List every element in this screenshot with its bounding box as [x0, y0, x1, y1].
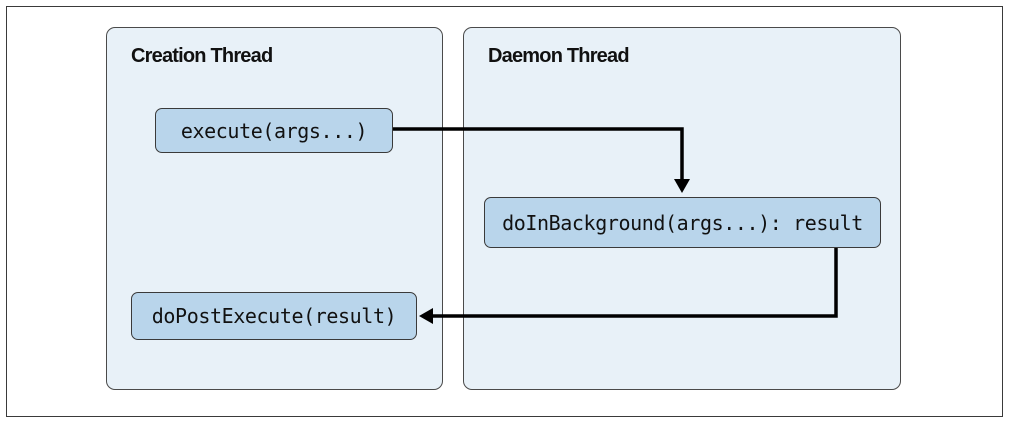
daemon-thread-title: Daemon Thread: [488, 45, 630, 67]
do-in-background-node-label: doInBackground(args...): result: [502, 210, 863, 235]
do-in-background-node: doInBackground(args...): result: [484, 197, 881, 248]
execute-node-label: execute(args...): [180, 118, 368, 143]
do-post-execute-node-label: doPostExecute(result): [151, 304, 397, 328]
execute-node: execute(args...): [155, 108, 393, 153]
creation-thread-title: Creation Thread: [131, 45, 273, 67]
do-post-execute-node: doPostExecute(result): [131, 292, 417, 340]
